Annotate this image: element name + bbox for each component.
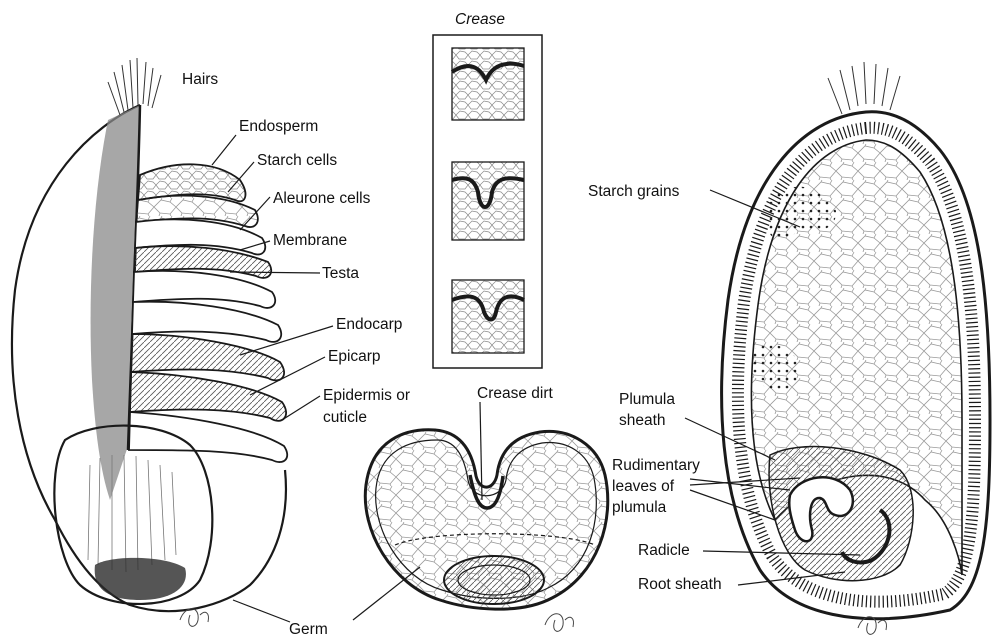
label-endosperm: Endosperm (239, 118, 318, 135)
label-membrane: Membrane (273, 232, 347, 249)
label-germ: Germ (289, 621, 328, 638)
label-rudimentary-line2: leaves of (612, 478, 675, 495)
label-plumula-sheath-line2: sheath (619, 412, 666, 429)
label-epidermis-line1: Epidermis or (323, 387, 410, 404)
label-endocarp: Endocarp (336, 316, 402, 333)
label-epicarp: Epicarp (328, 348, 381, 365)
left-grain-layers (129, 164, 287, 462)
right-grain-illustration (722, 62, 990, 619)
label-plumula-sheath-line1: Plumula (619, 391, 675, 408)
germ-inner-shading (88, 455, 176, 572)
label-aleurone-cells: Aleurone cells (273, 190, 371, 207)
crease-stage-3 (452, 280, 524, 353)
crease-title: Crease (455, 11, 505, 28)
crease-stage-1 (452, 48, 524, 120)
left-grain-illustration (12, 58, 287, 611)
label-radicle: Radicle (638, 542, 690, 559)
germ-base (95, 558, 186, 600)
artist-signature-mark (180, 609, 886, 635)
crease-stage-2 (452, 162, 524, 240)
label-starch-grains: Starch grains (588, 183, 680, 200)
label-rudimentary-line3: plumula (612, 499, 667, 516)
label-root-sheath: Root sheath (638, 576, 722, 593)
label-crease-dirt: Crease dirt (477, 385, 553, 402)
label-testa: Testa (322, 265, 359, 282)
right-grain-hairs (828, 62, 900, 114)
cross-section-illustration (360, 425, 620, 620)
crease-panel: Crease (433, 11, 542, 368)
label-hairs: Hairs (182, 71, 218, 88)
label-epidermis-line2: cuticle (323, 409, 367, 426)
label-rudimentary-line1: Rudimentary (612, 457, 700, 474)
label-starch-cells: Starch cells (257, 152, 337, 169)
cross-section-germ (444, 556, 544, 604)
